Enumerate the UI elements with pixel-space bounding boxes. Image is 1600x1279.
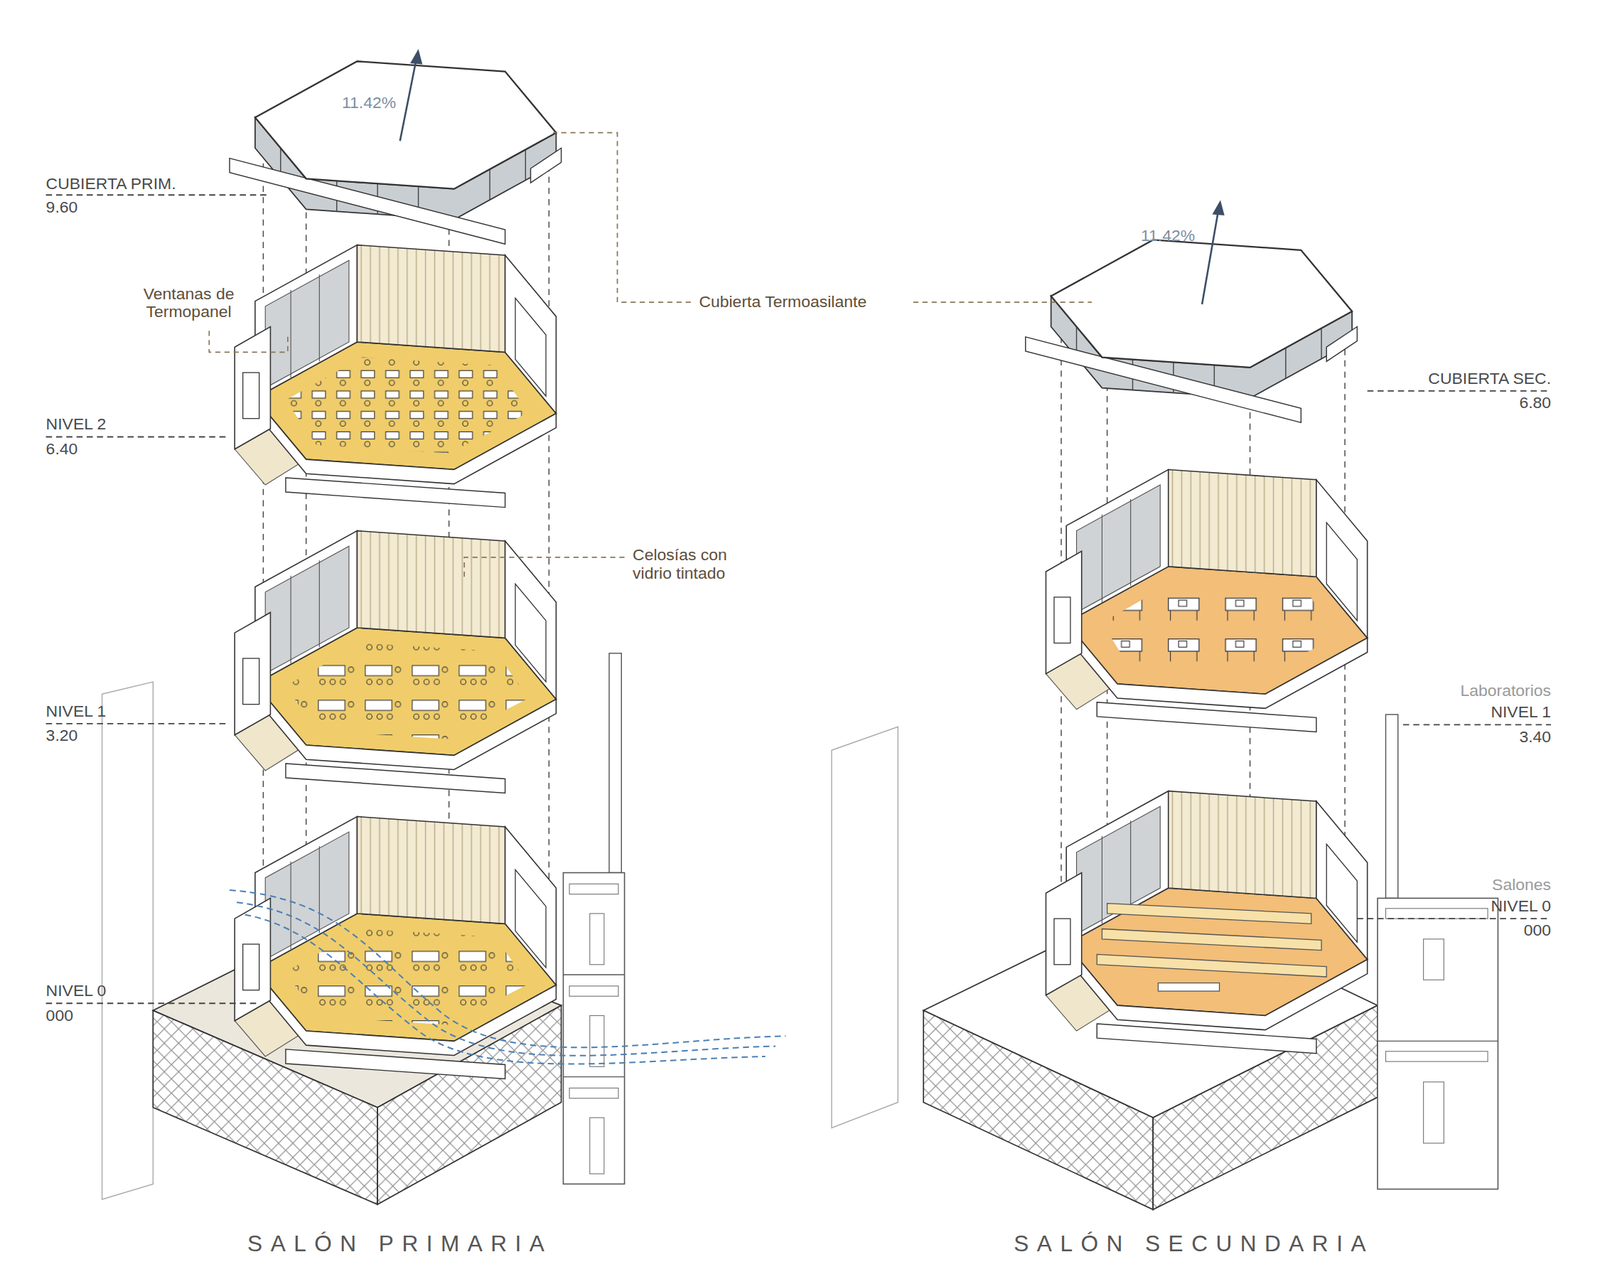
level-name: NIVEL 1	[1490, 702, 1551, 722]
primary-roof	[229, 49, 562, 244]
callout-lines	[208, 132, 1092, 577]
primary-level-0	[234, 816, 556, 1079]
level-height: 6.80	[1518, 393, 1551, 413]
level-height: 9.60	[46, 198, 79, 217]
level-height: 000	[1523, 921, 1551, 940]
secondary-level-0	[1045, 791, 1367, 1054]
level-height: 6.40	[46, 439, 79, 459]
level-name: NIVEL 1	[46, 702, 107, 721]
secondary-roof	[1025, 199, 1358, 423]
space-name: Laboratorios	[1459, 681, 1551, 701]
level-name: NIVEL 2	[46, 415, 107, 434]
level-lines	[46, 194, 1551, 1003]
caption: SALÓN SECUNDARIA	[1013, 1230, 1374, 1256]
secondary-base	[831, 714, 1498, 1210]
callout-label: Cubierta Termoasilante	[698, 292, 867, 312]
wind-lines	[229, 889, 786, 1065]
level-name: NIVEL 0	[46, 981, 107, 1001]
level-name: CUBIERTA SEC.	[1427, 369, 1551, 389]
primary-level-1	[234, 530, 556, 794]
primary-level-2	[234, 245, 556, 508]
level-height: 3.20	[46, 726, 79, 745]
level-height: 000	[46, 1005, 74, 1025]
caption: SALÓN PRIMARIA	[247, 1230, 553, 1256]
callout-label: Ventanas de Termopanel	[127, 285, 250, 323]
secondary-level-1	[1045, 469, 1367, 732]
slope-label: 11.42%	[1140, 226, 1195, 246]
slope-label: 11.42%	[341, 93, 396, 113]
level-name: NIVEL 0	[1490, 897, 1551, 916]
callout-label: Celosías con vidrio tintado	[632, 545, 755, 584]
space-name: Salones	[1491, 875, 1551, 895]
level-height: 3.40	[1518, 727, 1551, 747]
level-name: CUBIERTA PRIM.	[46, 174, 177, 193]
